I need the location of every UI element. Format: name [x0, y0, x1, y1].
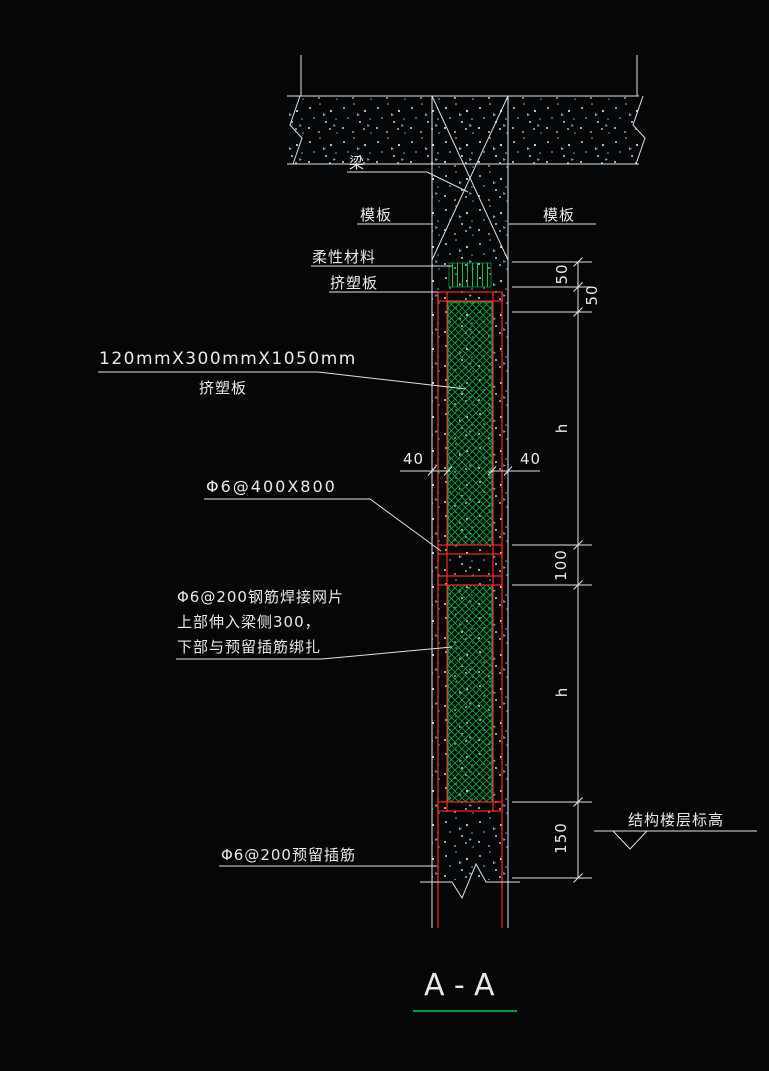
- board-size-leader: [98, 371, 467, 390]
- formwork-right-label: 模板: [543, 206, 576, 224]
- dowel-note-label: Φ6@200预留插筋: [221, 846, 356, 864]
- mesh-spec-leader: [204, 498, 442, 552]
- mesh-note-line2: 上部伸入梁侧300，: [177, 613, 321, 631]
- section-title: A-A: [424, 968, 505, 1003]
- column-break-symbol: [420, 862, 520, 900]
- beam-leader: [347, 171, 469, 193]
- mesh-note-line3: 下部与预留插筋绑扎: [177, 638, 322, 656]
- extruded-board-lower: [447, 584, 493, 803]
- dim-h-lower: h: [553, 686, 571, 698]
- rebar-lines: [437, 291, 503, 928]
- dimension-chain: [512, 257, 592, 883]
- column-section: [431, 95, 509, 928]
- dim-40-right: 40: [520, 450, 542, 468]
- mesh-note-line1: Φ6@200钢筋焊接网片: [177, 588, 344, 606]
- floor-level-label: 结构楼层标高: [628, 811, 725, 829]
- formwork-left-label: 模板: [360, 206, 393, 224]
- beam-break-right: [632, 95, 646, 165]
- leader-lines: [98, 171, 596, 867]
- board-size-name-label: 挤塑板: [199, 379, 248, 397]
- mesh-note-leader: [176, 646, 453, 660]
- dim-50-top: 50: [553, 263, 571, 285]
- dim-40-left: 40: [403, 450, 425, 468]
- dim-h-upper: h: [553, 422, 571, 434]
- elevation-marker: [594, 830, 757, 850]
- beam-break-left: [289, 95, 303, 165]
- dim-150: 150: [552, 822, 570, 854]
- beam-label: 梁: [349, 154, 366, 172]
- dim-50-second: 50: [583, 284, 601, 306]
- dim-100: 100: [552, 549, 570, 581]
- board-size-label: 120mmX300mmX1050mm: [99, 349, 357, 369]
- joint-diagonal: [431, 95, 509, 261]
- flexible-material-strip: [448, 262, 492, 288]
- extruded-board-label: 挤塑板: [330, 274, 379, 292]
- gap-dimensions: [400, 466, 540, 476]
- extruded-board-upper: [447, 301, 493, 546]
- mesh-spec-label: Φ6@400X800: [206, 477, 337, 496]
- flexible-material-label: 柔性材料: [312, 248, 377, 266]
